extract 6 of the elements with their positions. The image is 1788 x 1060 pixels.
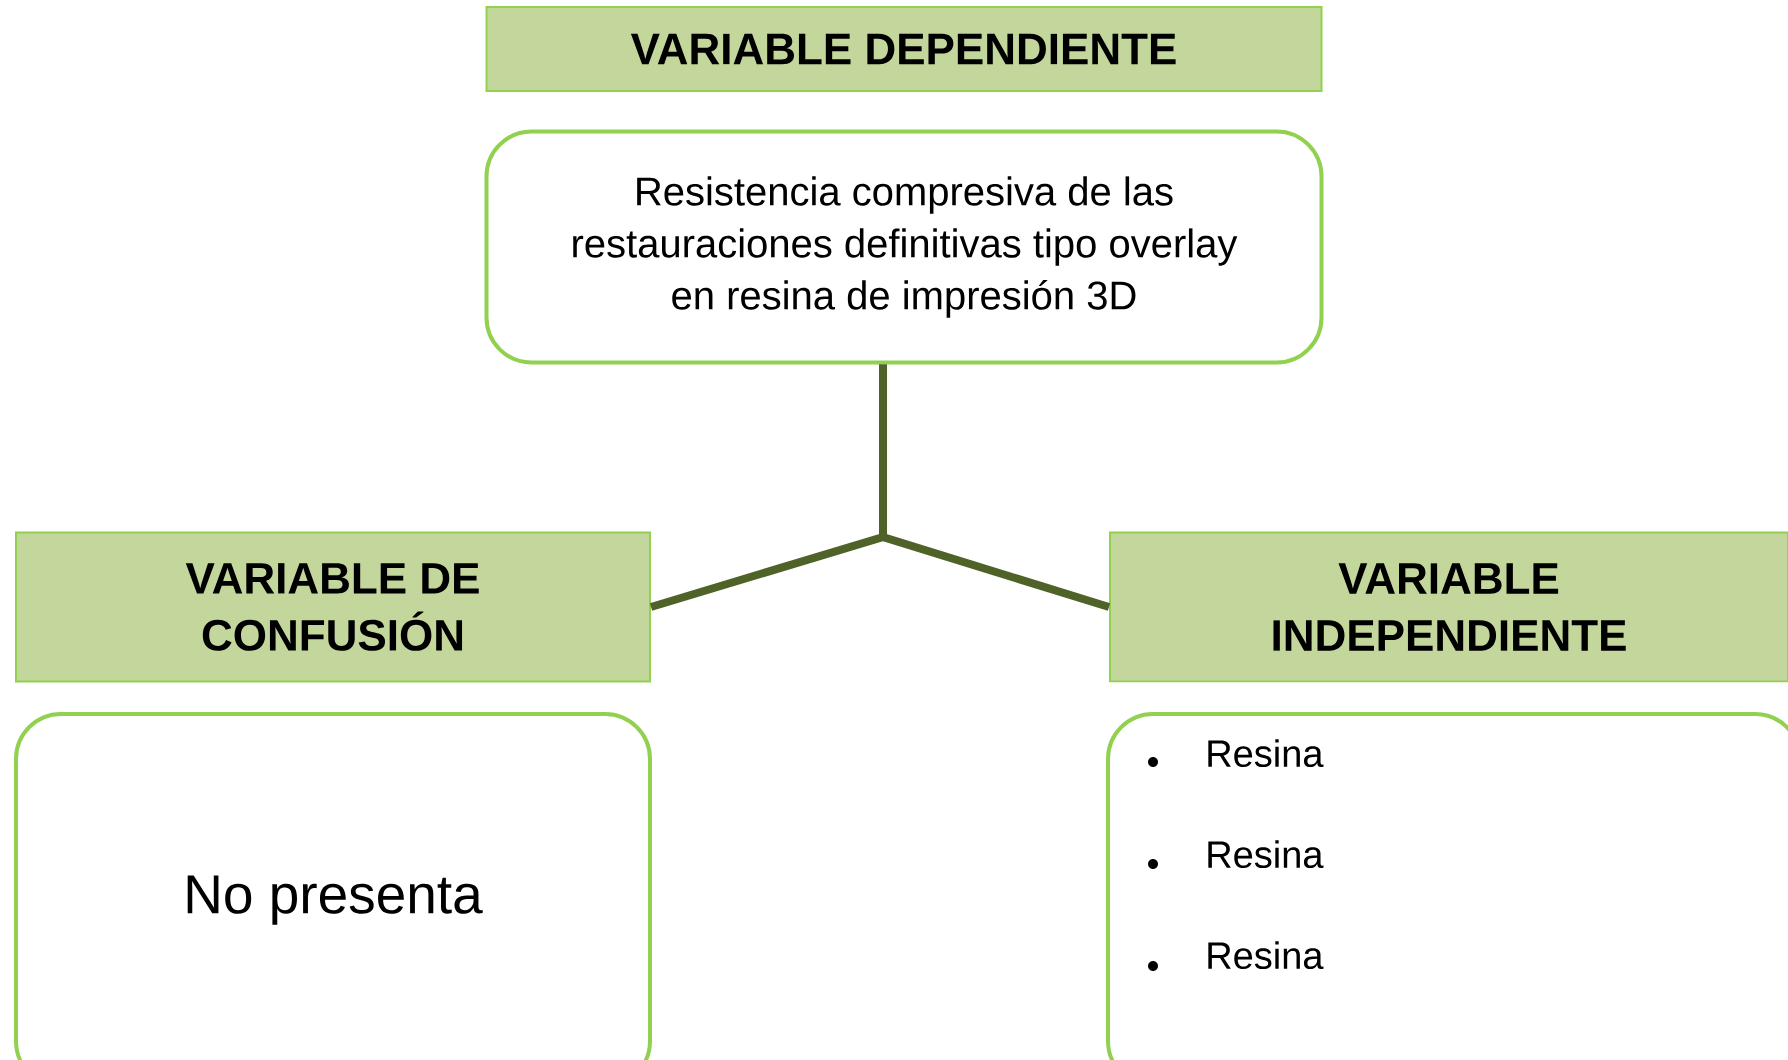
header-box: VARIABLE DEPENDIENTE [485, 6, 1323, 92]
rounded-box: Resistencia compresiva de las restauraciones definitivas tipo overlay en resina de impresión 3D [484, 129, 1324, 365]
bullet-list: Resina Resina Resina [1208, 739, 1324, 970]
header-box: VARIABLE INDEPENDIENTE [1109, 531, 1788, 683]
rounded-box: No presenta [14, 712, 652, 1060]
header-box: VARIABLE DE CONFUSIÓN [15, 531, 651, 683]
